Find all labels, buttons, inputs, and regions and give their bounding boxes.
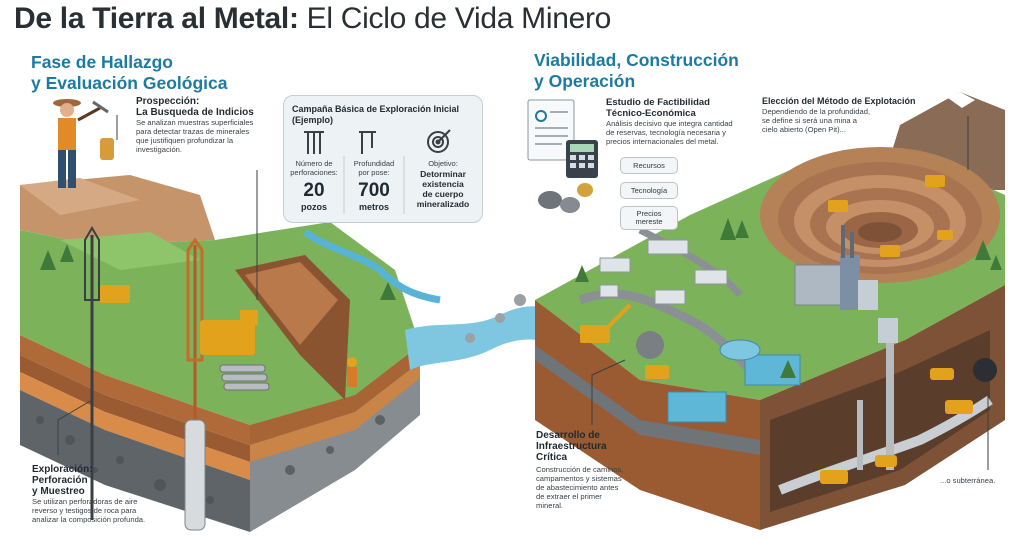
prospection-heading1: Prospección: <box>136 96 200 107</box>
left-phase-title-line2: y Evaluación Geológica <box>31 73 228 93</box>
left-phase-title-line1: Fase de Hallazgo <box>31 52 173 72</box>
drill-truck <box>200 320 255 355</box>
method-callout: Elección del Método de Explotación Depen… <box>762 96 932 134</box>
prospection-callout: Prospección: La Busqueda de Indicios Se … <box>136 96 286 154</box>
infrastructure-text3: de abastecimiento antes <box>536 483 619 492</box>
prospection-text1: Se analizan muestras superficiales <box>136 118 254 127</box>
feasibility-heading2: Técnico-Económica <box>606 108 696 119</box>
metric-drillholes-label2: perforaciones: <box>290 168 338 177</box>
feasibility-callout: Estudio de Factibilidad Técnico-Económic… <box>606 97 756 146</box>
page-title-rest: El Ciclo de Vida Minero <box>298 2 612 35</box>
river-connector <box>405 306 570 370</box>
metric-objective-value1: Detorminar <box>420 169 466 179</box>
right-phase-title-line2: y Operación <box>534 71 636 91</box>
feasibility-document-icon <box>527 99 575 161</box>
tag-prices-line1: Precios <box>636 209 662 218</box>
infrastructure-heading2: Infraestructura <box>536 441 607 452</box>
right-phase-title: Viabilidad, Construcción y Operación <box>534 50 739 92</box>
feasibility-heading1: Estudio de Factibilidad <box>606 97 710 108</box>
soil-layer <box>20 335 250 445</box>
method-text3: cielo abierto (Open Pit)... <box>762 125 846 134</box>
method-text1: Dependiendo de la profundidad, <box>762 107 871 116</box>
exploration-text3: analizar la composición profunda. <box>32 515 146 524</box>
metric-depth-label2: por pose: <box>358 168 390 177</box>
campaign-icons <box>304 129 451 214</box>
feasibility-text3: precios internacionales del metal. <box>606 137 719 146</box>
open-pit <box>760 147 1000 283</box>
right-terrain-block <box>535 92 1005 530</box>
page-title-bold: De la Tierra al Metal: <box>14 2 299 35</box>
method-heading: Elección del Método de Explotación <box>762 96 916 106</box>
left-terrain-block <box>20 175 441 532</box>
metric-drillholes-value: 20 <box>303 180 325 201</box>
metric-depth-label1: Profundidad <box>353 159 395 168</box>
method-text2: se define si será una mina a <box>762 116 857 125</box>
metric-drillholes-unit: pozos <box>301 202 327 212</box>
infrastructure-heading3: Crítica <box>536 452 568 463</box>
infrastructure-heading1: Desarrollo de <box>536 430 600 441</box>
feasibility-text2: de reservas, tecnología necesaria y <box>606 128 726 137</box>
metric-objective-value2: existencia <box>422 179 464 189</box>
tag-technology: Tecnología <box>620 182 678 199</box>
page-title: De la Tierra al Metal: El Ciclo de Vida … <box>14 2 611 36</box>
exploration-heading2: Perforación <box>32 475 88 486</box>
exploration-campaign-card: Campaña Básica de Exploración Inicial (E… <box>283 95 483 223</box>
infrastructure-text1: Construcción de caminos, <box>536 465 624 474</box>
ore-rocks-icon <box>538 183 593 213</box>
depth-probe-icon <box>359 131 376 154</box>
infrastructure-text5: mineral. <box>536 501 564 510</box>
prospection-text2: para detectar trazas de minerales <box>136 127 250 136</box>
exploration-heading3: y Muestreo <box>32 486 85 497</box>
tag-resources: Recursos <box>620 157 678 174</box>
infrastructure-text4: de extraer el primer <box>536 492 602 501</box>
processing-plant <box>794 225 898 343</box>
target-icon <box>427 129 451 153</box>
right-phase-title-line1: Viabilidad, Construcción <box>534 50 739 70</box>
feasibility-text1: Análisis decisivo que integra cantidad <box>606 119 733 128</box>
tag-prices-line2: mereste <box>635 217 663 226</box>
prospector-figure <box>53 99 114 188</box>
prospection-text3: que justifiquen profundizar la <box>136 136 234 145</box>
underground-label: ...o subterránea. <box>940 476 996 485</box>
metric-drillholes-label: Número de perforaciones: <box>284 159 344 177</box>
exploration-text2: reverso y testigos de roca para <box>32 506 137 515</box>
prospection-text4: investigación. <box>136 145 183 154</box>
metric-drillholes-label1: Número de <box>295 159 333 168</box>
infrastructure-text2: campamentos y sistemas <box>536 474 622 483</box>
exploration-text1: Se utilizan perforadoras de aire <box>32 497 138 506</box>
tag-prices: Precios mereste <box>620 206 678 230</box>
handheld-analyzer <box>100 138 114 160</box>
infrastructure-leader-line <box>591 359 626 425</box>
metric-objective-value: Detorminar existencia de cuerpo minerali… <box>404 169 482 209</box>
exploration-leader-line <box>57 399 93 455</box>
drill-bits-icon <box>304 131 324 154</box>
metric-depth-value: 700 <box>358 180 390 201</box>
campaign-title1: Campaña Básica de Exploración Inicial <box>292 104 460 114</box>
exploration-callout: Exploración: Perforación y Muestreo Se u… <box>32 464 192 524</box>
metric-depth-unit: metros <box>358 202 389 212</box>
metric-objective-value4: mineralizado <box>416 199 470 209</box>
metric-objective-value3: de cuerpo <box>422 189 464 199</box>
metric-objective-label: Objetivo: <box>428 159 458 168</box>
prospection-heading2: La Busqueda de Indicios <box>136 107 254 118</box>
metric-depth-label: Profundidad por pose: <box>344 159 404 177</box>
excavator <box>580 325 610 343</box>
campaign-title2: (Ejemplo) <box>292 115 334 125</box>
left-phase-title: Fase de Hallazgo y Evaluación Geológica <box>31 52 227 94</box>
exploration-heading1: Exploración: <box>32 464 93 475</box>
calculator-icon <box>566 140 598 178</box>
infrastructure-callout: Desarrollo de Infraestructura Crítica Co… <box>536 430 656 510</box>
